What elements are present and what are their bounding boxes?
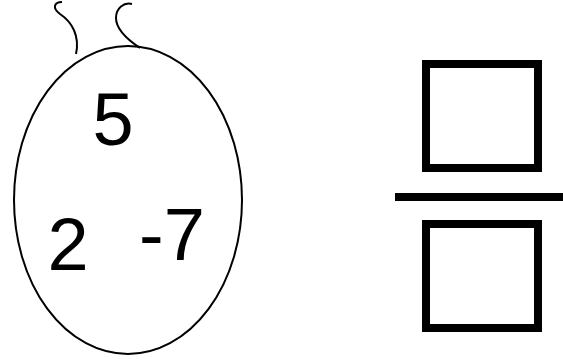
bag-number: -7: [139, 198, 205, 272]
answer-box: [426, 224, 538, 328]
fraction-bar: [395, 193, 563, 201]
bag-loop: [116, 4, 140, 48]
answer-box: [426, 64, 538, 168]
bag-number: 5: [92, 83, 133, 157]
number-bag: 52 -7: [12, 44, 244, 356]
bag-number: 2: [47, 208, 88, 282]
bag-outline: [14, 46, 242, 354]
bag-loop: [55, 2, 77, 54]
